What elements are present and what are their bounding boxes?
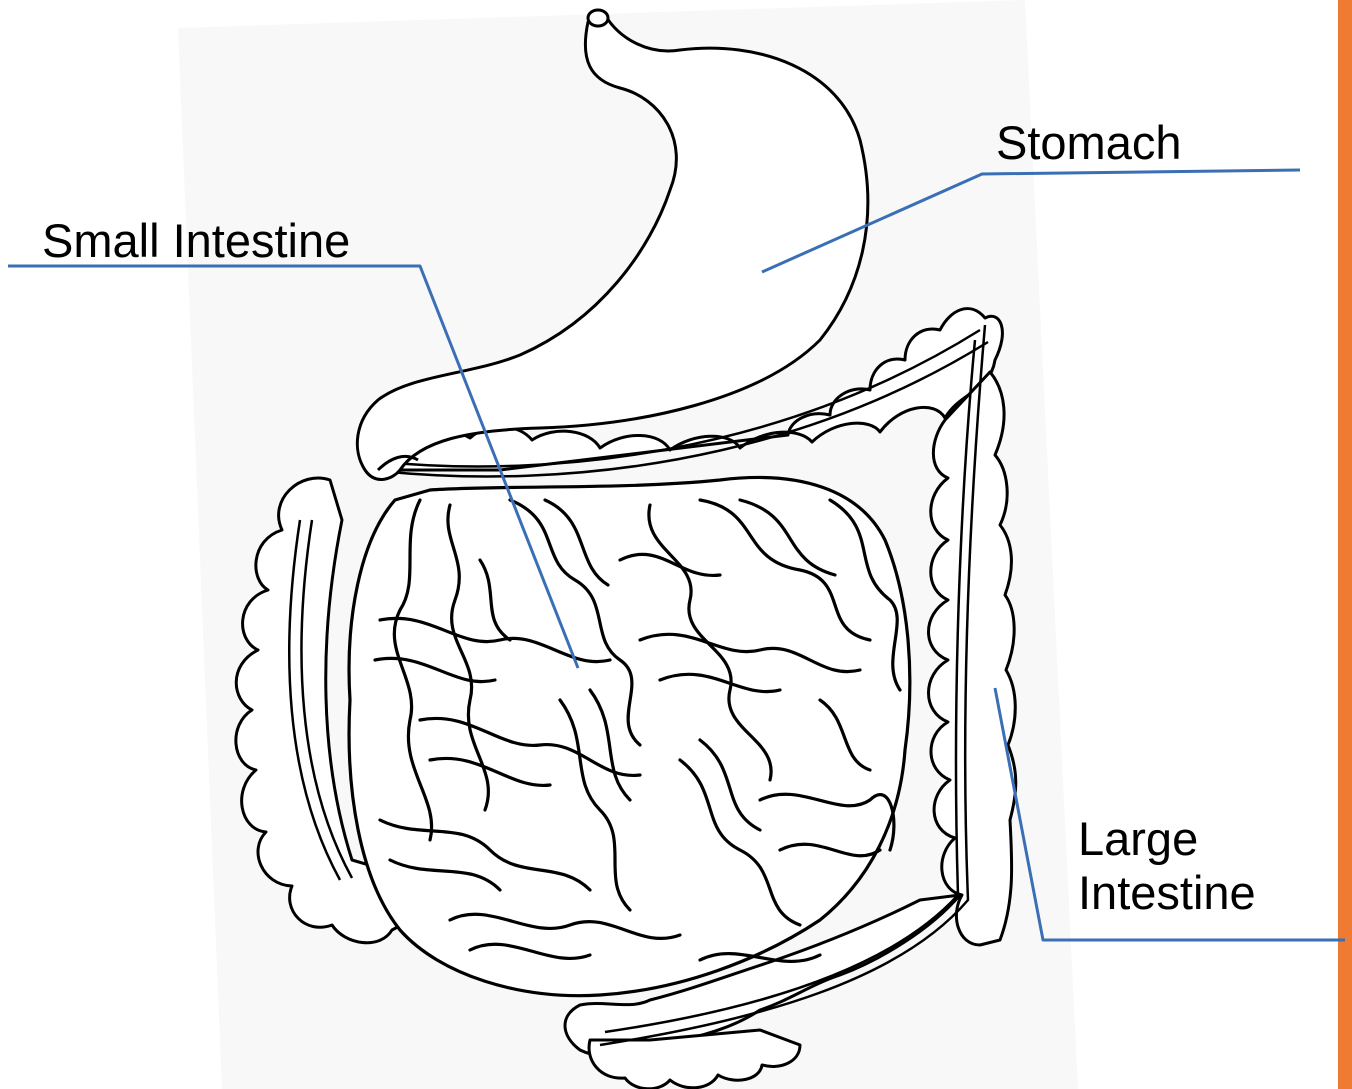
large-intestine-label-line2: Intestine xyxy=(1078,866,1256,920)
small-intestine-label: Small Intestine xyxy=(42,214,350,268)
stomach-label: Stomach xyxy=(996,116,1181,170)
border-bar xyxy=(1338,0,1352,1089)
large-intestine-label: Large Intestine xyxy=(1078,812,1256,920)
large-intestine-label-line1: Large xyxy=(1078,812,1256,866)
